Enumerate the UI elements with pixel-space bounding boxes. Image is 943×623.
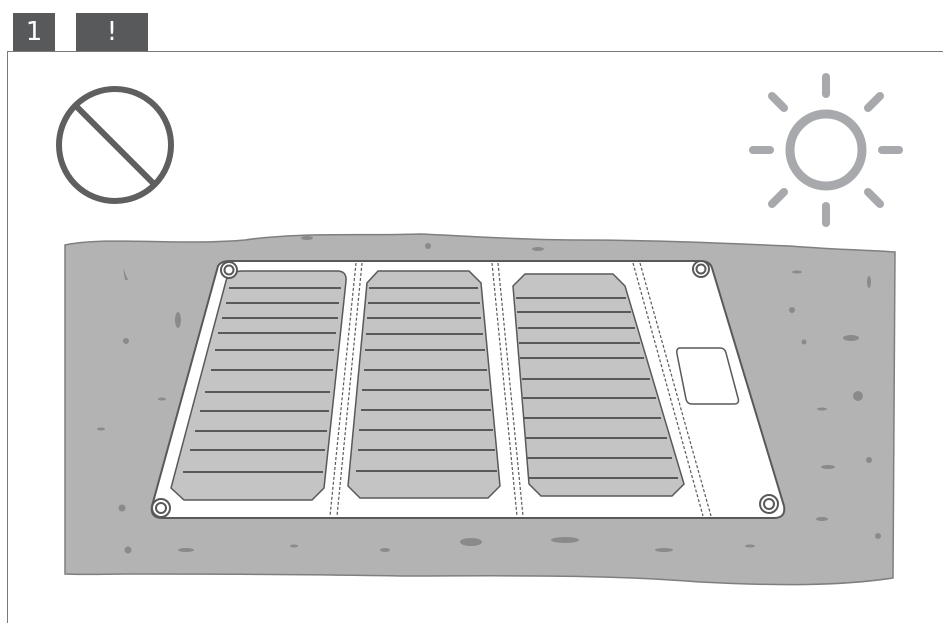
sun-icon xyxy=(749,73,903,227)
solar-cells xyxy=(170,270,685,501)
grommet-bottom-right xyxy=(759,494,779,514)
step-number-badge: 1 xyxy=(13,13,55,51)
step-number: 1 xyxy=(25,17,43,47)
fold-seams xyxy=(329,262,712,517)
grommet-top-right xyxy=(692,260,710,278)
content-frame xyxy=(7,51,943,623)
ground-texture xyxy=(97,236,881,554)
solar-cell-right xyxy=(512,273,685,497)
warning-symbol: ! xyxy=(106,17,118,47)
panel-grommets xyxy=(151,260,779,518)
solar-cell-middle xyxy=(347,270,501,499)
warning-badge: ! xyxy=(76,13,148,51)
panel-label-window xyxy=(676,347,740,405)
cell-grid-lines xyxy=(183,287,678,479)
grommet-top-left xyxy=(220,261,238,279)
grommet-bottom-left xyxy=(151,498,171,518)
prohibited-icon xyxy=(56,86,174,204)
